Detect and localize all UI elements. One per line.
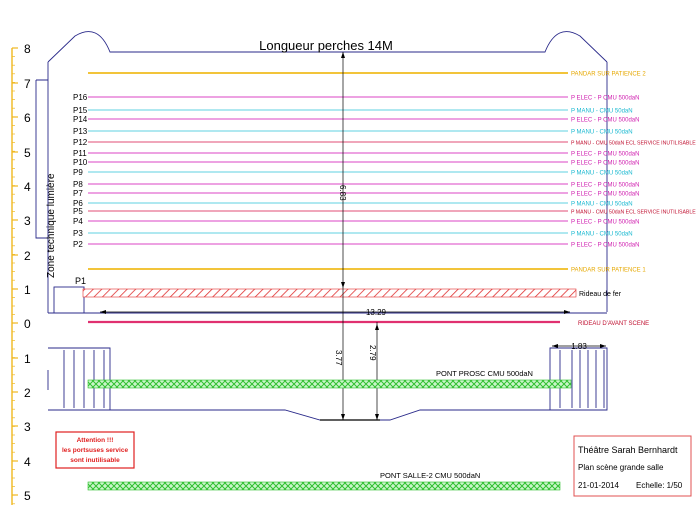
rideau-de-fer-hatch bbox=[82, 288, 577, 298]
p1-label: P1 bbox=[75, 276, 86, 286]
scale-label: 5 bbox=[24, 146, 31, 160]
perche-name-p12: P12 bbox=[73, 138, 88, 147]
perche-name-p5: P5 bbox=[73, 207, 83, 216]
perche-label-p15: P MANU - CMU 50daN bbox=[571, 109, 633, 115]
perche-name-p6: P6 bbox=[73, 199, 83, 208]
depth-pont-value: 2.79 bbox=[368, 345, 377, 361]
side-dimension: 1.83 bbox=[552, 342, 606, 351]
perche-label-p9: P MANU - CMU 50daN bbox=[571, 171, 633, 177]
plan-date: 21-01-2014 bbox=[578, 481, 619, 490]
scale-label: 7 bbox=[24, 77, 31, 91]
pont-salle-label: PONT SALLE-2 CMU 500daN bbox=[380, 471, 480, 480]
zone-technique-label: Zone technique lumière bbox=[46, 173, 57, 278]
perche-label-p2: P ELEC - P CMU 500daN bbox=[571, 243, 639, 249]
scale-label: 4 bbox=[24, 455, 31, 469]
scale-label: 2 bbox=[24, 386, 31, 400]
scale-label: 0 bbox=[24, 317, 31, 331]
rideau-de-fer-label: Rideau de fer bbox=[579, 291, 622, 298]
perches: PANDAR SUR PATIENCE 2 P16 P ELEC - P CMU 5… bbox=[73, 72, 696, 274]
perche-label-p12: P MANU - CMU 50daN ECL SERVICE INUTILISA… bbox=[571, 141, 696, 147]
warning-line-2: les portsuses service bbox=[62, 447, 129, 454]
scale-label: 1 bbox=[24, 283, 31, 297]
perche-name-p7: P7 bbox=[73, 189, 83, 198]
scale-label: 3 bbox=[24, 214, 31, 228]
perche-name-p14: P14 bbox=[73, 115, 88, 124]
depth-dimensions: 3.77 2.79 bbox=[320, 322, 380, 421]
title-block: Théâtre Sarah Bernhardt Plan scène grand… bbox=[573, 435, 692, 497]
stage-outline bbox=[35, 31, 608, 421]
perche-name-p8: P8 bbox=[73, 180, 83, 189]
vertical-scale: 8 7 6 5 4 3 2 1 0 1 2 3 4 5 bbox=[11, 42, 31, 505]
warning-line-1: Attention !!! bbox=[77, 437, 114, 444]
perche-name-p16: P16 bbox=[73, 93, 88, 102]
perche-label-p6: P MANU - CMU 50daN bbox=[571, 202, 633, 208]
width-dimension-value: 13.29 bbox=[366, 308, 387, 317]
perche-label-p11: P ELEC - P CMU 500daN bbox=[571, 152, 639, 158]
perche-label-p16: P ELEC - P CMU 500daN bbox=[571, 96, 639, 102]
scale-label: 2 bbox=[24, 249, 31, 263]
side-dimension-value: 1.83 bbox=[571, 342, 587, 351]
perche-name-p4: P4 bbox=[73, 217, 83, 226]
drawing-title: Longueur perches 14M bbox=[259, 38, 393, 53]
scale-label: 3 bbox=[24, 420, 31, 434]
perche-label-p8: P ELEC - P CMU 500daN bbox=[571, 183, 639, 189]
plan-scale: Echelle: 1/50 bbox=[636, 481, 683, 490]
scale-label: 5 bbox=[24, 489, 31, 503]
width-dimension: 13.29 bbox=[100, 308, 570, 317]
scale-label: 4 bbox=[24, 180, 31, 194]
perche-label-p7: P ELEC - P CMU 500daN bbox=[571, 192, 639, 198]
perche-label-p5: P MANU - CMU 50daN ECL SERVICE INUTILISA… bbox=[571, 210, 696, 216]
pont-salle-hatch bbox=[87, 481, 561, 491]
rideau-avant-label: RIDEAU D'AVANT SCENE bbox=[578, 321, 649, 327]
perche-name-p2: P2 bbox=[73, 240, 83, 249]
scale-label: 8 bbox=[24, 42, 31, 56]
plan-name: Plan scène grande salle bbox=[578, 463, 664, 472]
height-dimension: 6.83 bbox=[338, 52, 347, 420]
perche-name-p11: P11 bbox=[73, 149, 87, 158]
pont-prosc-hatch bbox=[87, 379, 572, 389]
theatre-name: Théâtre Sarah Bernhardt bbox=[578, 445, 678, 455]
perche-label-p13: P MANU - CMU 50daN bbox=[571, 130, 633, 136]
depth-front-value: 3.77 bbox=[334, 350, 343, 366]
warning-box: Attention !!! les portsuses service sont… bbox=[55, 431, 135, 469]
scale-label: 1 bbox=[24, 352, 31, 366]
perche-label-p4: P ELEC - P CMU 500daN bbox=[571, 220, 639, 226]
perche-name-p3: P3 bbox=[73, 229, 83, 238]
height-dimension-value: 6.83 bbox=[338, 185, 347, 201]
perche-name-p13: P13 bbox=[73, 127, 88, 136]
perche-name-p15: P15 bbox=[73, 106, 88, 115]
scale-label: 6 bbox=[24, 111, 31, 125]
perche-label-pandar_bottom: PANDAR SUR PATIENCE 1 bbox=[571, 268, 646, 274]
perche-label-p3: P MANU - CMU 50daN bbox=[571, 232, 633, 238]
perche-name-p10: P10 bbox=[73, 158, 88, 167]
perche-label-pandar_top: PANDAR SUR PATIENCE 2 bbox=[571, 72, 646, 78]
perche-name-p9: P9 bbox=[73, 168, 83, 177]
perche-label-p10: P ELEC - P CMU 500daN bbox=[571, 161, 639, 167]
perche-label-p14: P ELEC - P CMU 500daN bbox=[571, 118, 639, 124]
pont-prosc-label: PONT PROSC CMU 500daN bbox=[436, 369, 533, 378]
warning-line-3: sont inutilisable bbox=[70, 457, 120, 464]
